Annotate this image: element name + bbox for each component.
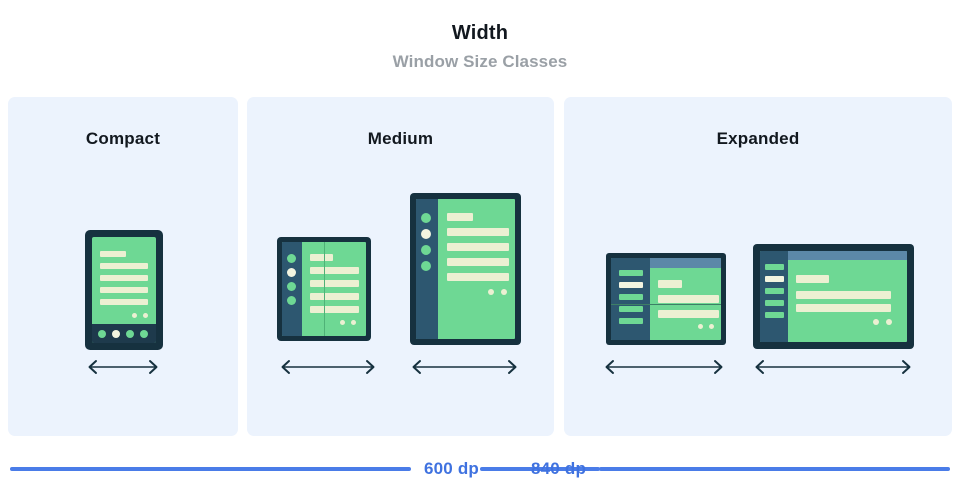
navigation-rail — [282, 242, 302, 336]
device-tablet-portrait — [410, 193, 521, 345]
content-line — [100, 287, 148, 293]
breakpoint-label-600: 600 dp — [423, 459, 479, 478]
drawer-item — [619, 294, 643, 300]
width-arrow-icon — [88, 359, 158, 375]
content-line — [310, 306, 359, 313]
rail-dot — [287, 282, 296, 291]
device-foldable-portrait — [277, 237, 371, 341]
content-line — [447, 213, 473, 221]
navbar-dot — [126, 330, 134, 338]
content-line — [658, 295, 719, 303]
content-line — [310, 280, 359, 287]
content-dot — [873, 319, 879, 325]
content-dot — [143, 313, 148, 318]
content-line — [100, 251, 126, 257]
drawer-item-active — [619, 282, 643, 288]
content-line — [447, 258, 509, 266]
content-line — [100, 275, 148, 281]
device-tablet-landscape — [753, 244, 914, 349]
content-line — [658, 280, 682, 288]
ruler-line-right — [599, 467, 950, 471]
panel-medium: Medium — [247, 97, 554, 436]
top-app-bar — [650, 258, 721, 268]
drawer-item — [765, 264, 784, 270]
tablet-screen — [416, 199, 515, 339]
header: Width Window Size Classes — [0, 20, 960, 74]
content-dot — [351, 320, 356, 325]
rail-dot — [287, 296, 296, 305]
content-line — [100, 263, 148, 269]
rail-dot-active — [287, 268, 296, 277]
navigation-rail — [416, 199, 438, 339]
panel-title-expanded: Expanded — [716, 129, 800, 148]
content-dot — [488, 289, 494, 295]
rail-dot — [287, 254, 296, 263]
fold-crease — [324, 242, 325, 336]
rail-dot — [421, 261, 431, 271]
ruler-line-left — [480, 467, 518, 471]
page-title: Width — [451, 22, 509, 44]
content-line — [100, 299, 148, 305]
content-line — [658, 310, 719, 318]
navigation-drawer — [611, 258, 650, 340]
content-line — [796, 304, 891, 312]
width-arrow-icon — [605, 359, 723, 375]
breakpoint-ruler-840: 840 dp — [480, 455, 950, 483]
drawer-item — [765, 312, 784, 318]
rail-dot — [421, 245, 431, 255]
width-arrow-icon — [412, 359, 517, 375]
content-line — [310, 267, 359, 274]
rail-dot-active — [421, 229, 431, 239]
content-line — [310, 254, 333, 261]
page-subtitle: Window Size Classes — [392, 52, 568, 71]
phone-screen — [92, 237, 156, 343]
content-line — [796, 275, 829, 283]
device-foldable-landscape — [606, 253, 726, 345]
phone-bottom-navbar — [92, 324, 156, 343]
navbar-dot — [140, 330, 148, 338]
drawer-item — [765, 300, 784, 306]
content-dot — [501, 289, 507, 295]
panel-title-compact: Compact — [85, 129, 161, 148]
breakpoint-label-840: 840 dp — [531, 459, 587, 478]
content-dot — [709, 324, 714, 329]
panel-expanded: Expanded — [564, 97, 952, 436]
drawer-item — [619, 318, 643, 324]
device-phone-portrait — [85, 230, 163, 350]
content-line — [447, 273, 509, 281]
panel-compact: Compact — [8, 97, 238, 436]
ruler-line-left — [10, 467, 411, 471]
content-line — [447, 243, 509, 251]
navbar-dot — [98, 330, 106, 338]
rail-dot — [421, 213, 431, 223]
fold-crease — [611, 304, 721, 305]
foldable-screen — [282, 242, 366, 336]
drawer-item-active — [765, 276, 784, 282]
content-dot — [132, 313, 137, 318]
navbar-dot-active — [112, 330, 120, 338]
breakpoint-ruler-600: 600 dp — [10, 455, 600, 483]
content-line — [796, 291, 891, 299]
content-line — [447, 228, 509, 236]
tablet-landscape-screen — [760, 251, 907, 342]
width-arrow-icon — [755, 359, 911, 375]
drawer-item — [619, 270, 643, 276]
drawer-item — [619, 306, 643, 312]
foldable-landscape-screen — [611, 258, 721, 340]
content-dot — [698, 324, 703, 329]
drawer-item — [765, 288, 784, 294]
navigation-drawer — [760, 251, 788, 342]
content-dot — [886, 319, 892, 325]
top-app-bar — [788, 251, 907, 260]
content-dot — [340, 320, 345, 325]
width-arrow-icon — [281, 359, 375, 375]
content-line — [310, 293, 359, 300]
ruler-line-right — [492, 467, 600, 471]
panel-title-medium: Medium — [367, 129, 434, 148]
